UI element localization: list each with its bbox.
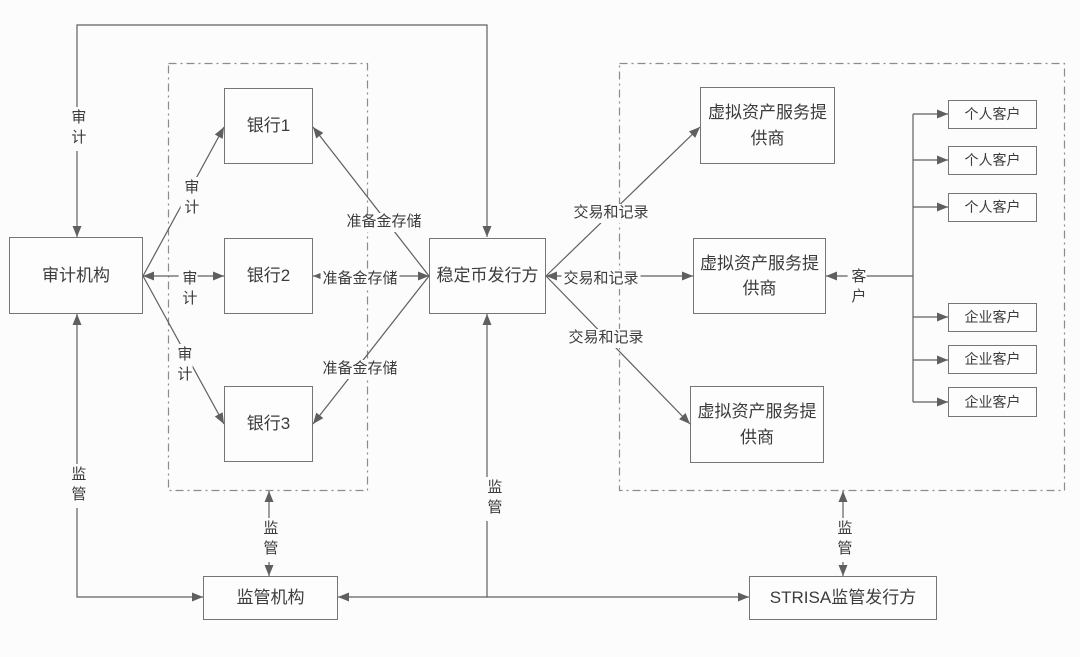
edge-label-tx-vasp1: 交易和记录 (571, 204, 651, 223)
node-individual-customer-1: 个人客户 (948, 100, 1037, 129)
arrowhead-into-vasp2-right (826, 271, 837, 281)
arrowhead-into-individual-3 (937, 202, 948, 212)
edge-supervision-audit-regulator (72, 314, 203, 602)
arrowhead-into-audit-agency-right (143, 271, 154, 281)
node-regulator: 监管机构 (203, 576, 338, 620)
arrowhead-into-individual-1 (937, 109, 948, 119)
node-corporate-customer-2: 企业客户 (948, 345, 1037, 374)
edge-label-supervision-banks: 监管 (259, 518, 279, 562)
arrowhead-into-corporate-3 (937, 397, 948, 407)
node-vasp-1: 虚拟资产服务提供商 (700, 87, 835, 164)
edge-label-customer: 客户 (847, 266, 867, 310)
arrowhead-into-corporate-2 (937, 355, 948, 365)
node-corporate-customer-3: 企业客户 (948, 387, 1037, 417)
edge-label-reserve-bank3: 准备金存储 (320, 360, 400, 379)
edge-label-supervision-left: 监管 (67, 464, 87, 508)
arrowhead-into-regulator-left (192, 592, 203, 602)
arrowhead-into-banks-group (264, 491, 274, 502)
arrowhead-into-audit-agency-bottom (72, 314, 82, 325)
banks-group-outline (167, 62, 369, 492)
edges-customers (826, 109, 948, 407)
arrowhead-into-regulator-top (264, 565, 274, 576)
arrowhead-into-issuer-top (482, 226, 492, 237)
node-bank-2: 银行2 (224, 238, 313, 314)
arrowhead-into-corporate-1 (937, 312, 948, 322)
arrowhead-into-bank1 (214, 127, 224, 139)
edge-label-supervision-vasps: 监管 (833, 518, 853, 562)
edge-supervision-issuer (338, 314, 749, 602)
node-corporate-customer-1: 企业客户 (948, 303, 1037, 332)
node-bank-1: 银行1 (224, 88, 313, 164)
arrowhead-into-vasp1 (688, 127, 700, 138)
edge-label-supervision-issuer: 监管 (483, 477, 503, 521)
edges-reserve-banks (312, 126, 430, 425)
arrowhead-into-individual-2 (937, 155, 948, 165)
arrowhead-into-vasp-group (838, 491, 848, 502)
supervision-left-path (76, 314, 203, 598)
arrowhead-into-regulator-right (338, 592, 349, 602)
node-individual-customer-3: 个人客户 (948, 193, 1037, 222)
arrowhead-into-strisa-top (838, 565, 848, 576)
arrowhead-into-strisa-left (738, 592, 749, 602)
node-vasp-2: 虚拟资产服务提供商 (693, 238, 826, 314)
edge-label-tx-vasp2: 交易和记录 (561, 270, 641, 289)
edge-label-reserve-bank1: 准备金存储 (344, 213, 424, 232)
node-individual-customer-2: 个人客户 (948, 146, 1037, 175)
node-strisa-issuer: STRISA监管发行方 (749, 576, 937, 620)
arrowhead-into-issuer-right (546, 271, 557, 281)
arrowhead-into-bank3 (214, 412, 224, 424)
node-audit-agency: 审计机构 (9, 237, 143, 314)
edge-label-reserve-bank2: 准备金存储 (320, 270, 400, 289)
arrowhead-into-issuer-bottom (482, 314, 492, 325)
edge-label-tx-vasp3: 交易和记录 (566, 329, 646, 348)
arrowhead-into-audit-agency-top (72, 226, 82, 237)
edge-label-audit-bank3: 审计 (173, 344, 193, 388)
edge-label-audit-bank2: 审计 (178, 268, 198, 312)
arrowhead-into-bank3-right (313, 412, 324, 424)
reserve-bank3-line (312, 275, 430, 425)
arrowhead-into-vasp2 (682, 271, 693, 281)
edge-label-audit-top: 审计 (67, 107, 87, 151)
tx-vasp1-line (545, 126, 701, 277)
reserve-bank1-line (312, 126, 430, 277)
node-vasp-3: 虚拟资产服务提供商 (690, 386, 824, 463)
node-stablecoin-issuer: 稳定币发行方 (429, 238, 546, 314)
arrowhead-into-issuer-left (418, 271, 429, 281)
tx-vasp3-line (545, 275, 691, 425)
arrowhead-into-bank2 (213, 271, 224, 281)
supervision-issuer-left-branch (338, 314, 488, 598)
edge-label-audit-bank1: 审计 (180, 177, 200, 221)
arrowhead-into-bank1-right (313, 127, 324, 139)
arrowhead-into-vasp3 (679, 412, 690, 424)
node-bank-3: 银行3 (224, 386, 313, 462)
